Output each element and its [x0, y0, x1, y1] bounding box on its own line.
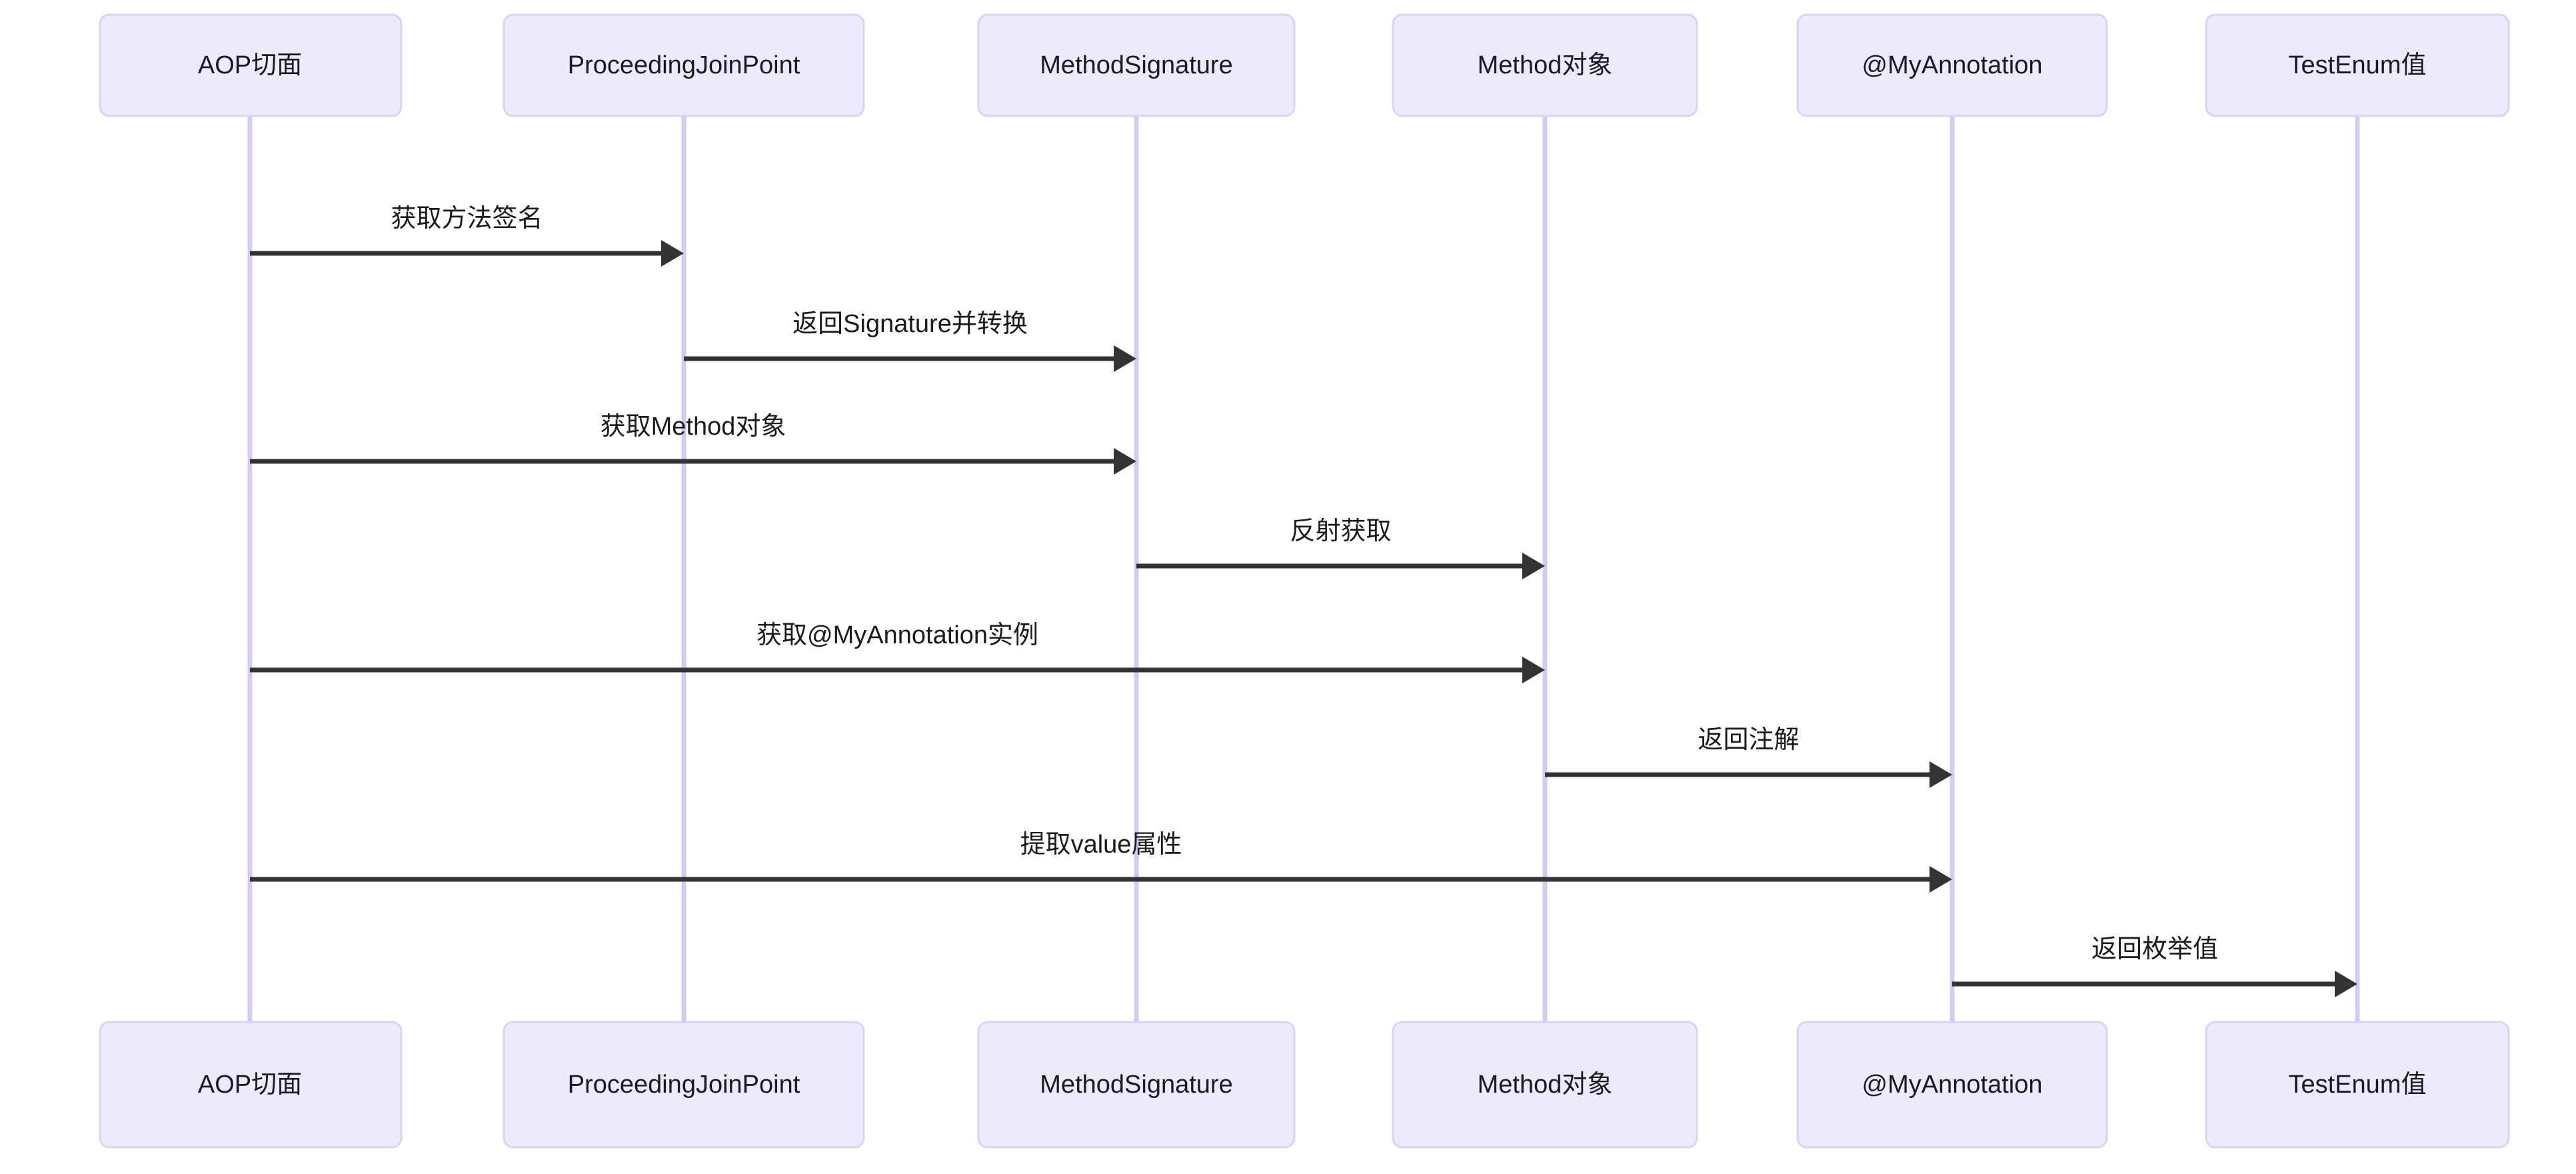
participant-label: @MyAnnotation — [1862, 1071, 2043, 1099]
participant-label: @MyAnnotation — [1862, 51, 2043, 79]
message-arrowhead-icon — [2335, 971, 2357, 997]
participant-label: ProceedingJoinPoint — [568, 51, 800, 79]
message-label: 获取Method对象 — [601, 413, 786, 441]
participant-header-row: AOP切面 ProceedingJoinPoint MethodSignature M… — [99, 13, 2510, 117]
participant-box[interactable] — [1392, 1021, 1698, 1149]
participant-label: AOP切面 — [198, 51, 302, 79]
participant-box[interactable] — [1392, 13, 1698, 117]
participant-box[interactable] — [2205, 1021, 2510, 1149]
participant-box[interactable] — [503, 1021, 865, 1149]
message-1[interactable]: 获取方法签名 — [250, 205, 684, 267]
message-arrowhead-icon — [1114, 345, 1136, 372]
message-label: 提取value属性 — [1020, 831, 1182, 859]
message-arrowhead-icon — [1522, 553, 1545, 579]
participant-box[interactable] — [99, 13, 403, 117]
participant-footer-p1[interactable]: AOP切面 — [99, 1021, 403, 1149]
message-6[interactable]: 返回注解 — [1545, 726, 1952, 788]
participant-box[interactable] — [1796, 13, 2108, 117]
participant-label: ProceedingJoinPoint — [568, 1071, 800, 1099]
message-8[interactable]: 返回枚举值 — [1952, 935, 2357, 997]
messages-layer: 获取方法签名返回Signature并转换获取Method对象反射获取获取@MyA… — [250, 205, 2357, 997]
message-arrowhead-icon — [1114, 448, 1136, 475]
message-2[interactable]: 返回Signature并转换 — [684, 310, 1136, 372]
participant-box[interactable] — [99, 1021, 403, 1149]
message-arrowhead-icon — [661, 240, 684, 267]
message-3[interactable]: 获取Method对象 — [250, 413, 1136, 475]
participant-footer-p3[interactable]: MethodSignature — [977, 1021, 1296, 1149]
participant-box[interactable] — [977, 13, 1296, 117]
participant-footer-p5[interactable]: @MyAnnotation — [1796, 1021, 2108, 1149]
participant-box[interactable] — [977, 1021, 1296, 1149]
participant-label: TestEnum值 — [2289, 51, 2427, 79]
message-label: 获取@MyAnnotation实例 — [756, 621, 1038, 649]
message-7[interactable]: 提取value属性 — [250, 831, 1952, 893]
message-5[interactable]: 获取@MyAnnotation实例 — [250, 621, 1545, 683]
participant-label: MethodSignature — [1040, 1071, 1232, 1099]
participant-label: MethodSignature — [1040, 51, 1232, 79]
participant-header-p2[interactable]: ProceedingJoinPoint — [503, 13, 865, 117]
lifelines-layer — [247, 116, 2360, 1022]
participant-footer-p6[interactable]: TestEnum值 — [2205, 1021, 2510, 1149]
message-label: 返回Signature并转换 — [792, 310, 1028, 338]
message-label: 返回注解 — [1698, 726, 1799, 754]
participant-footer-row: AOP切面 ProceedingJoinPoint MethodSignature M… — [99, 1021, 2510, 1149]
message-arrowhead-icon — [1930, 761, 1952, 788]
participant-footer-p2[interactable]: ProceedingJoinPoint — [503, 1021, 865, 1149]
message-4[interactable]: 反射获取 — [1136, 517, 1545, 579]
participant-header-p4[interactable]: Method对象 — [1392, 13, 1698, 117]
participant-header-p3[interactable]: MethodSignature — [977, 13, 1296, 117]
message-label: 返回枚举值 — [2091, 935, 2218, 963]
participant-header-p6[interactable]: TestEnum值 — [2205, 13, 2510, 117]
participant-label: Method对象 — [1478, 1071, 1613, 1099]
message-label: 反射获取 — [1290, 517, 1391, 545]
participant-label: AOP切面 — [198, 1071, 302, 1099]
participant-label: TestEnum值 — [2289, 1071, 2427, 1099]
participant-label: Method对象 — [1478, 51, 1613, 79]
message-arrowhead-icon — [1522, 657, 1545, 683]
participant-box[interactable] — [2205, 13, 2510, 117]
participant-footer-p4[interactable]: Method对象 — [1392, 1021, 1698, 1149]
participant-box[interactable] — [503, 13, 865, 117]
participant-header-p1[interactable]: AOP切面 — [99, 13, 403, 117]
message-arrowhead-icon — [1930, 866, 1952, 893]
participant-header-p5[interactable]: @MyAnnotation — [1796, 13, 2108, 117]
message-label: 获取方法签名 — [391, 205, 543, 233]
participant-box[interactable] — [1796, 1021, 2108, 1149]
